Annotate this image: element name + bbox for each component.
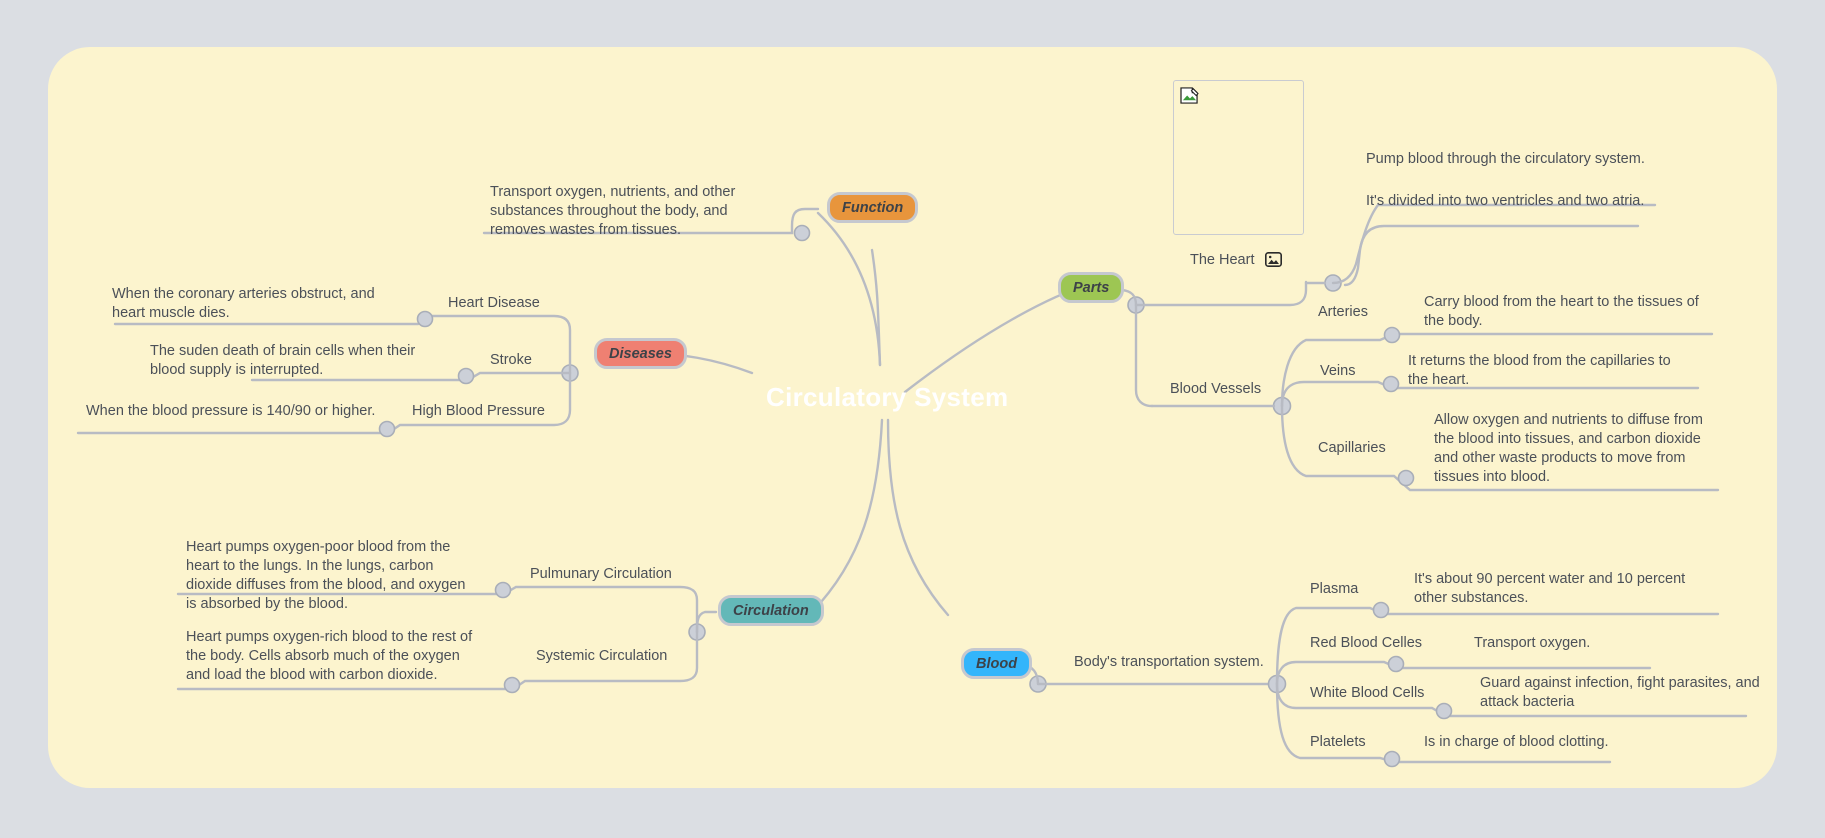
- topic-the-heart[interactable]: The Heart: [1190, 252, 1255, 268]
- topic-platelets[interactable]: Platelets: [1310, 734, 1366, 750]
- note-arteries[interactable]: Carry blood from the heart to the tissue…: [1424, 294, 1699, 330]
- topic-high-blood-pressure[interactable]: High Blood Pressure: [412, 403, 545, 419]
- topic-heart-disease[interactable]: Heart Disease: [448, 295, 540, 311]
- topic-plasma[interactable]: Plasma: [1310, 581, 1359, 597]
- note-red-blood-cells[interactable]: Transport oxygen.: [1474, 635, 1591, 651]
- topic-blood-transport[interactable]: Body's transportation system.: [1074, 654, 1264, 670]
- broken-image-icon: [1180, 87, 1199, 104]
- note-pulmonary-circulation[interactable]: Heart pumps oxygen-poor blood from the h…: [186, 539, 466, 613]
- note-heart-2[interactable]: It's divided into two ventricles and two…: [1366, 193, 1645, 209]
- note-systemic-circulation[interactable]: Heart pumps oxygen-rich blood to the res…: [186, 629, 473, 684]
- topic-systemic-circulation[interactable]: Systemic Circulation: [536, 648, 668, 664]
- image-icon: [1265, 252, 1282, 267]
- note-heart-disease[interactable]: When the coronary arteries obstruct, and…: [112, 286, 375, 322]
- note-function-description[interactable]: Transport oxygen, nutrients, and other s…: [490, 184, 736, 239]
- topic-red-blood-cells[interactable]: Red Blood Celles: [1310, 635, 1423, 651]
- note-heart-1[interactable]: Pump blood through the circulatory syste…: [1366, 151, 1645, 167]
- topic-pulmonary-circulation[interactable]: Pulmunary Circulation: [530, 566, 672, 582]
- branch-node-blood[interactable]: Blood: [961, 648, 1033, 679]
- note-platelets[interactable]: Is in charge of blood clotting.: [1424, 734, 1609, 750]
- branch-node-circulation[interactable]: Circulation: [718, 595, 824, 626]
- heart-image-placeholder[interactable]: [1173, 80, 1304, 235]
- topic-arteries[interactable]: Arteries: [1318, 304, 1368, 320]
- note-veins[interactable]: It returns the blood from the capillarie…: [1408, 353, 1671, 389]
- center-title[interactable]: Circulatory System: [766, 382, 1009, 412]
- note-high-blood-pressure[interactable]: When the blood pressure is 140/90 or hig…: [86, 403, 376, 419]
- topic-capillaries[interactable]: Capillaries: [1318, 440, 1386, 456]
- topic-veins[interactable]: Veins: [1320, 363, 1356, 379]
- note-capillaries[interactable]: Allow oxygen and nutrients to diffuse fr…: [1434, 412, 1703, 486]
- branch-node-diseases[interactable]: Diseases: [594, 338, 687, 369]
- note-plasma[interactable]: It's about 90 percent water and 10 perce…: [1414, 571, 1686, 607]
- note-stroke[interactable]: The suden death of brain cells when thei…: [150, 343, 416, 379]
- topic-blood-vessels[interactable]: Blood Vessels: [1170, 381, 1262, 397]
- note-white-blood-cells[interactable]: Guard against infection, fight parasites…: [1480, 675, 1760, 711]
- branch-node-parts[interactable]: Parts: [1058, 272, 1125, 303]
- branch-node-function[interactable]: Function: [827, 192, 919, 223]
- topic-white-blood-cells[interactable]: White Blood Cells: [1310, 685, 1425, 701]
- topic-stroke[interactable]: Stroke: [490, 352, 532, 368]
